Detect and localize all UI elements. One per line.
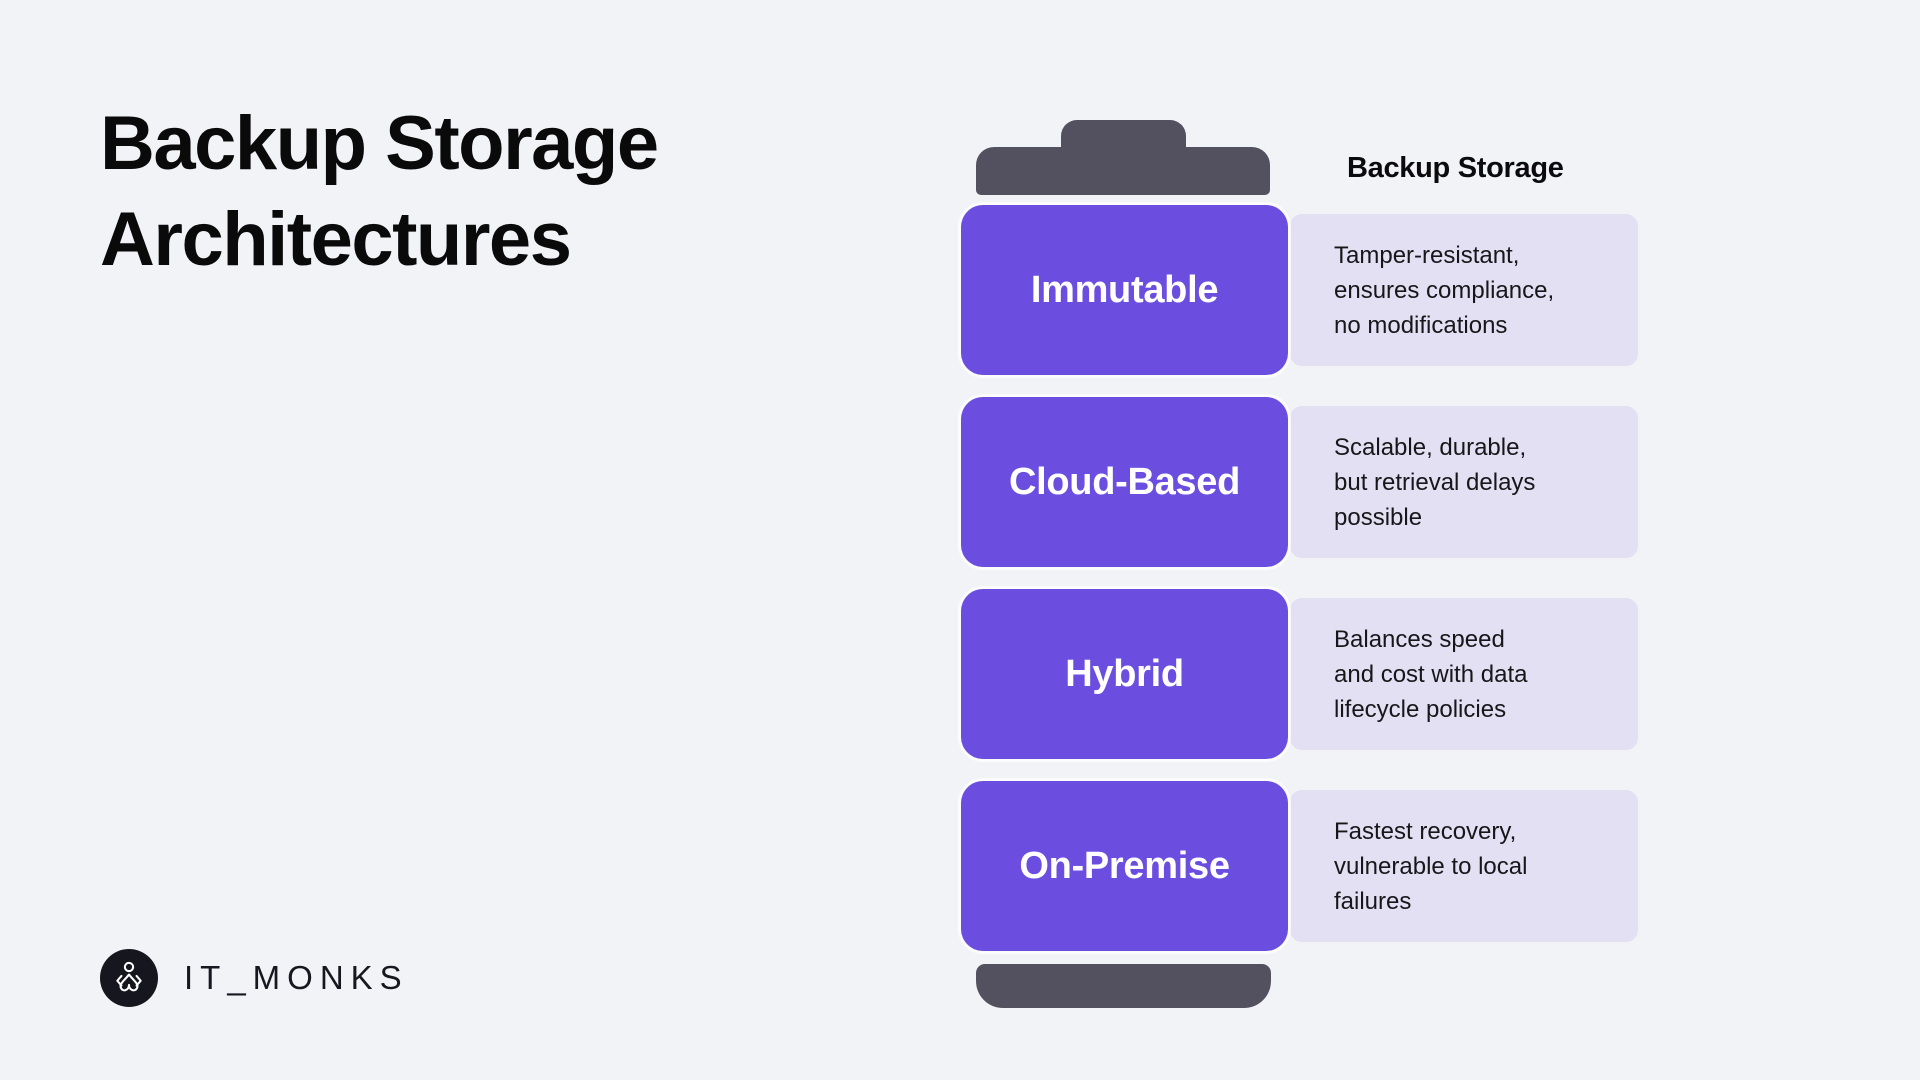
battery-row-immutable: Tamper-resistant, ensures compliance, no… — [0, 205, 1920, 375]
page-title: Backup Storage Architectures — [100, 96, 659, 288]
battery-segment-immutable: Immutable — [961, 205, 1288, 375]
brand-name: IT_MONKS — [184, 959, 409, 996]
segment-label: Immutable — [1030, 268, 1219, 311]
segment-label: On-Premise — [1019, 844, 1230, 887]
segment-label: Cloud-Based — [1008, 460, 1241, 503]
battery-segment-on-premise: On-Premise — [961, 781, 1288, 951]
description-card: Balances speed and cost with data lifecy… — [1290, 598, 1638, 750]
meditating-monk-icon — [116, 961, 142, 992]
page-title-line-2: Architectures — [100, 197, 572, 282]
battery-label: Backup Storage — [1347, 152, 1564, 184]
segment-label: Hybrid — [1065, 652, 1184, 695]
description-text: Balances speed and cost with data lifecy… — [1334, 625, 1528, 723]
battery-segment-cloud-based: Cloud-Based — [961, 397, 1288, 567]
battery-segment-hybrid: Hybrid — [961, 589, 1288, 759]
battery-row-cloud-based: Scalable, durable, but retrieval delays … — [0, 397, 1920, 567]
description-text: Fastest recovery, vulnerable to local fa… — [1334, 817, 1528, 915]
brand-logo — [100, 949, 158, 1007]
battery-base — [976, 964, 1271, 1008]
battery-row-hybrid: Balances speed and cost with data lifecy… — [0, 589, 1920, 759]
battery-cap — [976, 147, 1270, 195]
description-text: Tamper-resistant, ensures compliance, no… — [1334, 241, 1555, 339]
description-card: Scalable, durable, but retrieval delays … — [1290, 406, 1638, 558]
description-text: Scalable, durable, but retrieval delays … — [1334, 433, 1536, 531]
brand-footer: IT_MONKS — [100, 949, 409, 1007]
description-card: Fastest recovery, vulnerable to local fa… — [1290, 790, 1638, 942]
battery-row-on-premise: Fastest recovery, vulnerable to local fa… — [0, 781, 1920, 951]
page-title-line-1: Backup Storage — [100, 101, 659, 186]
description-card: Tamper-resistant, ensures compliance, no… — [1290, 214, 1638, 366]
